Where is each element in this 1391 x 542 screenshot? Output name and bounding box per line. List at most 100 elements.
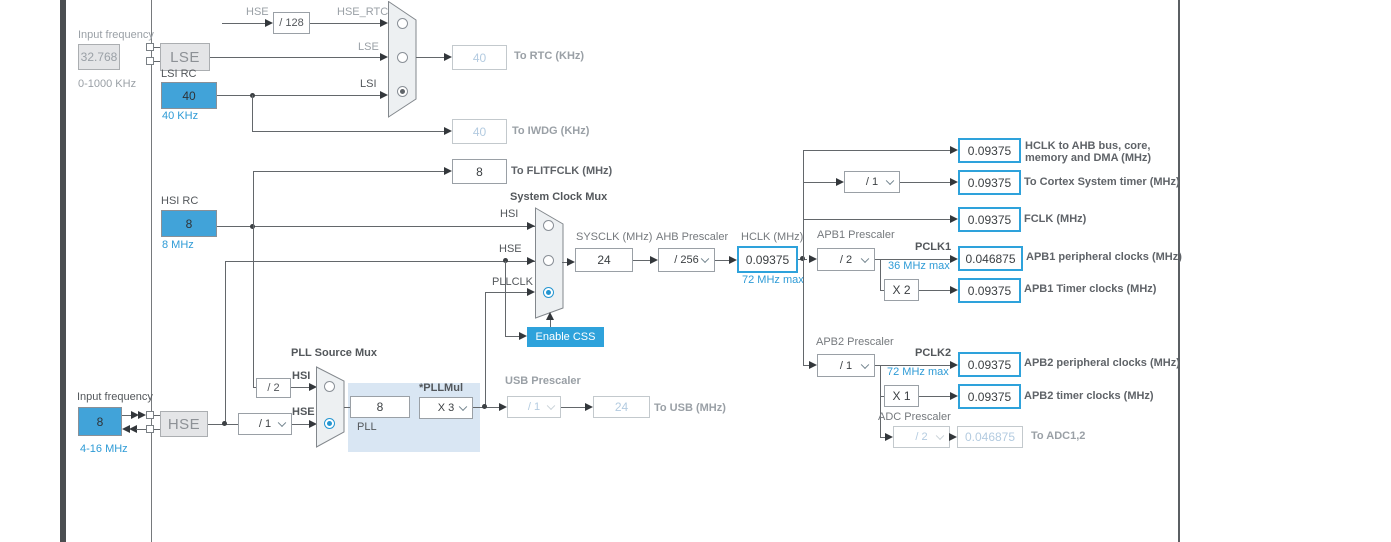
sysmux-hse-radio[interactable] [543, 255, 554, 266]
pllmul-value: X 3 [437, 402, 455, 414]
arrowhead [444, 53, 452, 61]
usb-prescaler-dropdown: / 1 [507, 396, 561, 418]
apb2-peripheral-value-field[interactable]: 0.09375 [958, 352, 1021, 377]
cortex-timer-value-field[interactable]: 0.09375 [958, 170, 1021, 195]
wire-segment [550, 319, 551, 328]
wire-segment [803, 182, 836, 183]
apb2-timer-value-field[interactable]: 0.09375 [958, 384, 1021, 409]
junction-dot [222, 421, 227, 426]
pclk2-max-label: 72 MHz max [887, 366, 949, 378]
arrowhead [444, 127, 452, 135]
wire-segment [122, 415, 134, 416]
wire-segment [344, 407, 350, 408]
sysclk-value-box: 24 [575, 248, 633, 272]
pllmux-hsi-radio[interactable] [324, 381, 335, 392]
apb1-timer-label: APB1 Timer clocks (MHz) [1024, 283, 1157, 295]
apb1-prescaler-dropdown[interactable]: / 2 [817, 248, 875, 271]
wire-segment [875, 259, 950, 260]
apb2-peripheral-label: APB2 peripheral clocks (MHz) [1024, 357, 1180, 369]
hsi-frequency-label: 8 MHz [162, 239, 194, 251]
sysmux-pllclk-radio[interactable] [543, 287, 554, 298]
hse-input-range-label: 4-16 MHz [80, 443, 128, 455]
wire-segment [253, 171, 254, 387]
enable-css-button[interactable]: Enable CSS [527, 327, 604, 347]
wire-segment [633, 260, 650, 261]
hclk-label: HCLK (MHz) [741, 231, 804, 243]
pclk2-label: PCLK2 [915, 347, 952, 359]
wire-segment [803, 365, 809, 366]
hse-input-frequency-field[interactable]: 8 [78, 407, 122, 436]
wire-segment [505, 336, 520, 337]
lse-input-frequency-field: 32.768 [78, 44, 120, 70]
arrowhead [949, 433, 957, 441]
arrowhead [380, 53, 388, 61]
apb1-peripheral-value-field[interactable]: 0.046875 [958, 246, 1023, 271]
ahb-prescaler-label: AHB Prescaler [656, 231, 729, 243]
arrowhead [950, 215, 958, 223]
wire-segment [292, 424, 309, 425]
wire-segment [416, 57, 444, 58]
chevron-down-icon [700, 254, 710, 264]
ahb-prescaler-dropdown[interactable]: / 256 [658, 248, 715, 272]
pllmux-hse-radio[interactable] [324, 418, 335, 429]
wire-segment [217, 226, 535, 227]
wire-segment [217, 95, 380, 96]
arrowhead [809, 361, 817, 369]
pin-square [146, 425, 154, 433]
hsi-rc-value-box: 8 [161, 210, 217, 237]
arrowhead [527, 222, 535, 230]
wire-segment [880, 365, 881, 437]
cortex-prescaler-dropdown[interactable]: / 1 [844, 171, 900, 193]
hclk-max-label: 72 MHz max [742, 274, 804, 286]
hse-prediv-dropdown[interactable]: / 1 [238, 413, 292, 435]
arrowhead [650, 256, 658, 264]
arrowhead [950, 255, 958, 263]
wire-segment [561, 407, 585, 408]
rtc-mux-lse-radio[interactable] [397, 52, 408, 63]
wire-segment [880, 437, 885, 438]
sysclk-label: SYSCLK (MHz) [576, 231, 653, 243]
arrowhead [729, 256, 737, 264]
apb2-prescaler-dropdown[interactable]: / 1 [817, 354, 875, 377]
arrowhead [836, 178, 844, 186]
pllmul-label: *PLLMul [419, 382, 463, 394]
pin-square [146, 411, 154, 419]
hse-rtc-label: HSE_RTC [337, 6, 389, 18]
hclk-value-field[interactable]: 0.09375 [737, 246, 798, 273]
chevron-down-icon [885, 176, 895, 186]
pll-source-mux-title: PLL Source Mux [291, 347, 377, 359]
arrowhead [950, 361, 958, 369]
lsi-rc-value-box: 40 [161, 82, 217, 109]
arrowhead [309, 420, 317, 428]
rtc-mux-lsi-label: LSI [360, 78, 377, 90]
fclk-value-field[interactable]: 0.09375 [958, 207, 1021, 232]
arrowhead [527, 288, 535, 296]
pllmul-dropdown[interactable]: X 3 [419, 397, 473, 419]
apb1-timer-value-field[interactable]: 0.09375 [958, 278, 1021, 303]
pllmux-hsi-label: HSI [292, 370, 311, 382]
clock-rail-line [151, 0, 152, 542]
wire-segment [485, 292, 527, 293]
arrowhead [499, 403, 507, 411]
apb2-timer-multiplier-box: X 1 [884, 385, 919, 407]
usb-prescaler-value: / 1 [527, 401, 541, 413]
iwdg-clock-value-box: 40 [452, 119, 507, 144]
hse-rtc-source-label: HSE [246, 6, 269, 18]
arrowhead [265, 19, 273, 27]
wire-segment [252, 95, 253, 131]
cortex-timer-label: To Cortex System timer (MHz) [1024, 176, 1180, 188]
to-usb-label: To USB (MHz) [654, 402, 726, 414]
pll-name-label: PLL [357, 421, 377, 433]
left-panel-divider [60, 0, 66, 542]
wire-segment [485, 292, 486, 407]
rtc-clock-value-box: 40 [452, 45, 507, 70]
rtc-mux-lsi-radio[interactable] [397, 86, 408, 97]
arrowhead [567, 258, 575, 266]
pin-square [146, 43, 154, 51]
sysmux-hsi-radio[interactable] [543, 220, 554, 231]
rtc-mux-hse-radio[interactable] [397, 18, 408, 29]
apb1-peripheral-label: APB1 peripheral clocks (MHz) [1026, 251, 1182, 263]
ahb-bus-clock-value-field[interactable]: 0.09375 [958, 138, 1021, 163]
wire-segment [803, 150, 950, 151]
to-rtc-label: To RTC (KHz) [514, 50, 585, 62]
